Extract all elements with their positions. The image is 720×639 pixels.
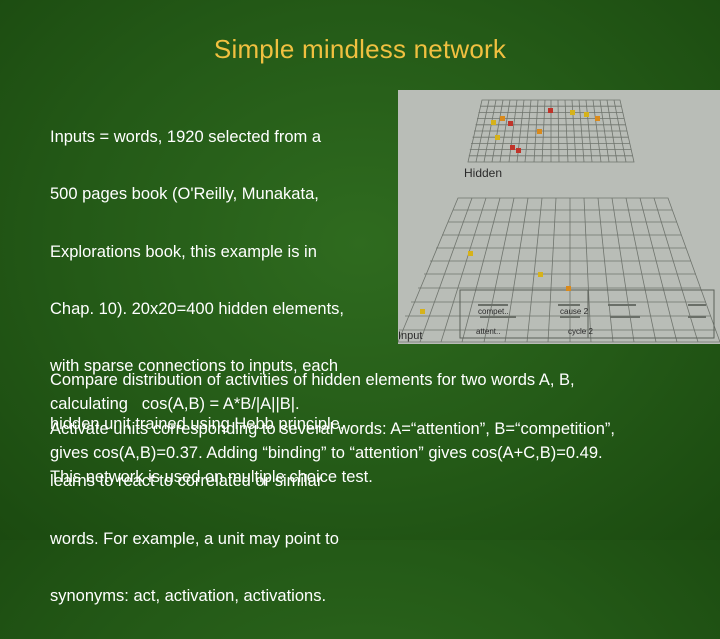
intro-line: learns to react to correlated or similar [50, 472, 323, 491]
hidden-active-units [491, 108, 600, 153]
outro-line: calculating cos(A,B) = A*B/|A||B|. [50, 395, 300, 414]
outro-line: Compare distribution of activities of hi… [50, 371, 575, 389]
input-subpanels [459, 289, 715, 339]
slide-title: Simple mindless network [213, 34, 507, 64]
subpanel-label: attent.. [476, 327, 500, 336]
outro-line: Activate units corresponding to several … [50, 419, 615, 438]
hidden-label: Hidden [464, 166, 502, 180]
intro-line: Inputs = words, 1920 selected from a [50, 127, 322, 146]
network-diagram: Hidden [398, 99, 720, 343]
input-label: Input [398, 330, 422, 342]
outro-text: Compare distribution of activities of hi… [50, 368, 715, 489]
outro-line: This network is used on multiple choice … [50, 468, 373, 487]
intro-line: synonyms: act, activation, activations. [50, 586, 327, 605]
subpanel-label: cycle 2 [568, 327, 593, 336]
intro-line: Chap. 10). 20x20=400 hidden elements, [50, 299, 345, 318]
intro-text: Inputs = words, 1920 selected from a 500… [50, 94, 395, 639]
input-active-units [420, 251, 571, 314]
intro-line: Explorations book, this example is in [50, 242, 317, 261]
network-figure: Hidden [398, 90, 720, 344]
intro-line: hidden unit trained using Hebb principle… [50, 414, 345, 433]
input-layer-grid [398, 197, 720, 343]
subpanel-label: cause 2 [560, 307, 589, 316]
subpanel-label: compet.. [478, 307, 509, 316]
intro-line: 500 pages book (O'Reilly, Munakata, [50, 185, 319, 204]
outro-line: gives cos(A,B)=0.37. Adding “binding” to… [50, 443, 603, 462]
input-subpanel-ticks [478, 304, 706, 318]
intro-line: with sparse connections to inputs, each [50, 357, 339, 376]
intro-line: words. For example, a unit may point to [50, 529, 339, 548]
